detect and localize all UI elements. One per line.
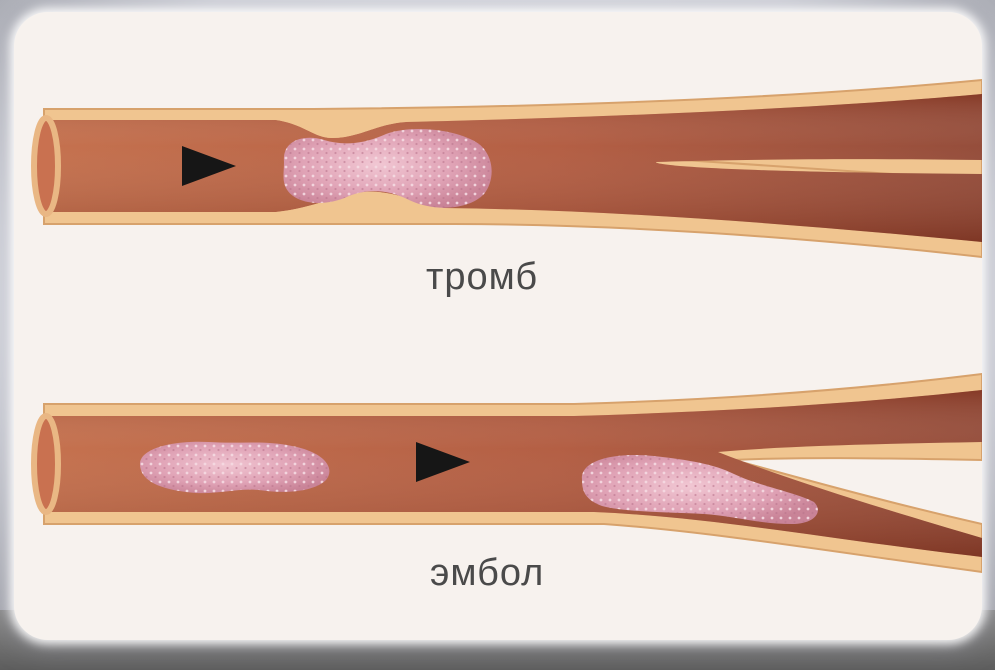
embolus-label: эмбол (430, 552, 544, 595)
vessel-embolus (34, 374, 982, 572)
vessel-thrombus (34, 80, 982, 257)
embolus-clot-floating (140, 442, 329, 493)
vessel-diagram (14, 12, 982, 640)
thrombus-label: тромб (426, 256, 538, 299)
image-frame: тромб эмбол (14, 12, 982, 640)
